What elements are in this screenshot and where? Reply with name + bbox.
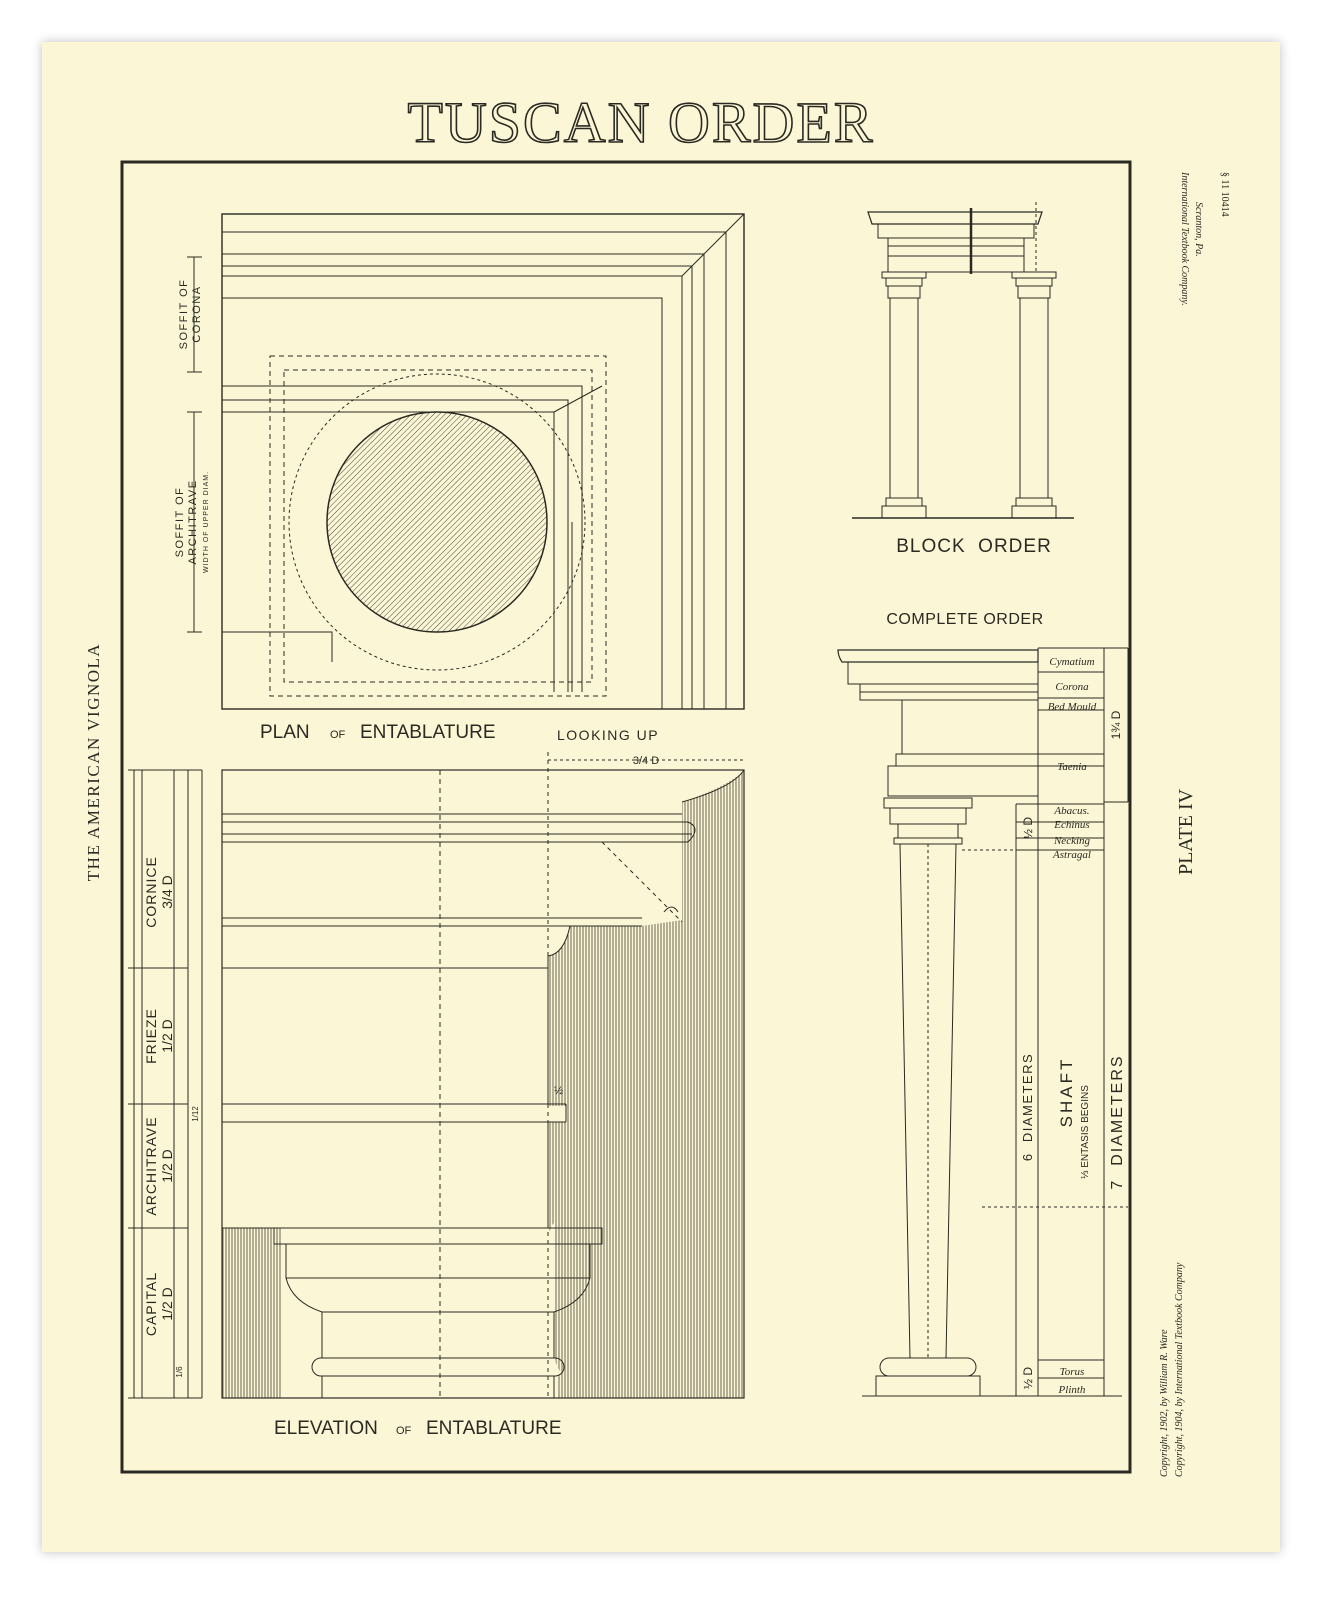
plate-border	[120, 160, 1132, 1474]
dim-column: 7 DIAMETERS	[1109, 1054, 1126, 1189]
part-necking: Necking	[1053, 835, 1091, 847]
half-mark: ½	[554, 1085, 563, 1097]
scale-mark-sixth: 1/6	[175, 1366, 184, 1378]
plate-title: TUSCAN ORDER	[407, 90, 874, 155]
scale-mark-twelfth: 1/12	[191, 1106, 200, 1122]
block-order-figure: BLOCK ORDER	[852, 202, 1074, 557]
plate-drawing: TUSCAN ORDER THE AMERICAN VIGNOLA § 11 1…	[84, 89, 1230, 1477]
scale-architrave-dim: 1/2 D	[159, 1149, 175, 1182]
scale-capital-dim: 1/2 D	[159, 1287, 175, 1320]
plan-title-b: ENTABLATURE	[360, 722, 496, 743]
part-cymatium: Cymatium	[1049, 656, 1094, 668]
scale-architrave-label: ARCHITRAVE	[143, 1116, 159, 1215]
side-title-vignola: THE AMERICAN VIGNOLA	[84, 643, 103, 881]
scale-frieze-dim: 1/2 D	[159, 1019, 175, 1052]
complete-order-label: COMPLETE ORDER	[886, 611, 1043, 628]
soffit-architrave-label-1: SOFFIT OF	[174, 487, 186, 558]
plate-label: PLATE IV	[1175, 788, 1197, 875]
scale-cornice-dim: 3/4 D	[159, 875, 175, 908]
elevation-scale-bar: CORNICE 3/4 D FRIEZE 1/2 D ARCHITRAVE 1/…	[128, 769, 203, 1399]
block-order-label: BLOCK ORDER	[896, 536, 1052, 557]
column-section-circle	[326, 411, 548, 633]
part-corona: Corona	[1055, 681, 1089, 693]
plate-sheet: TUSCAN ORDER THE AMERICAN VIGNOLA § 11 1…	[42, 42, 1280, 1552]
part-bed-mould: Bed Mould	[1048, 701, 1097, 713]
part-echinus: Echinus	[1053, 819, 1089, 831]
dim-capital: ½ D	[1021, 817, 1035, 839]
soffit-architrave-label-3: WIDTH OF UPPER DIAM.	[203, 471, 210, 573]
publisher-text: International Textbook Company.	[1179, 171, 1190, 306]
scale-frieze-label: FRIEZE	[143, 1008, 159, 1064]
dim-base: ½ D	[1021, 1367, 1035, 1389]
shaft-label: SHAFT	[1057, 1057, 1076, 1128]
part-abacus: Abacus.	[1053, 805, 1089, 817]
soffit-corona-label-1: SOFFIT OF	[178, 279, 190, 350]
projection-dim: 3/4 D	[633, 755, 659, 767]
elevation-shading	[548, 770, 744, 1398]
scale-capital-label: CAPITAL	[143, 1272, 159, 1336]
copyright-line-2: Copyright, 1904, by International Textbo…	[1174, 1262, 1185, 1477]
soffit-architrave-label-2: ARCHITRAVE	[187, 479, 199, 564]
publisher-city: Scranton, Pa.	[1193, 202, 1204, 257]
elevation-title-a: ELEVATION	[274, 1418, 378, 1439]
part-torus: Torus	[1060, 1366, 1085, 1378]
plan-of-entablature: SOFFIT OF CORONA SOFFIT OF ARCHITRAVE WI…	[174, 213, 745, 743]
copyright-line-1: Copyright, 1902, by William R. Ware	[1159, 1329, 1170, 1477]
elevation-of-entablature: 3/4 D ½ CORNICE 3/4 D FRIEZE 1/2 D ARCHI…	[128, 752, 745, 1439]
plan-title-a: PLAN	[260, 722, 310, 743]
plan-title-of: OF	[330, 729, 346, 741]
dim-entablature: 1¾ D	[1109, 710, 1123, 739]
part-astragal: Astragal	[1052, 849, 1091, 861]
complete-order-figure: COMPLETE ORDER	[837, 611, 1129, 1397]
part-plinth: Plinth	[1058, 1384, 1086, 1396]
soffit-corona-label-2: CORONA	[191, 285, 203, 342]
elevation-title-b: ENTABLATURE	[426, 1418, 562, 1439]
elevation-title-of: OF	[396, 1425, 412, 1437]
entasis-label: ⅓ ENTASIS BEGINS	[1080, 1085, 1091, 1179]
dim-shaft: 6 DIAMETERS	[1020, 1053, 1035, 1161]
plate-number: § 11 10414	[1219, 172, 1230, 217]
part-taenia: Taenia	[1057, 761, 1087, 773]
plan-title-c: LOOKING UP	[557, 727, 659, 743]
scale-cornice-label: CORNICE	[143, 856, 159, 928]
